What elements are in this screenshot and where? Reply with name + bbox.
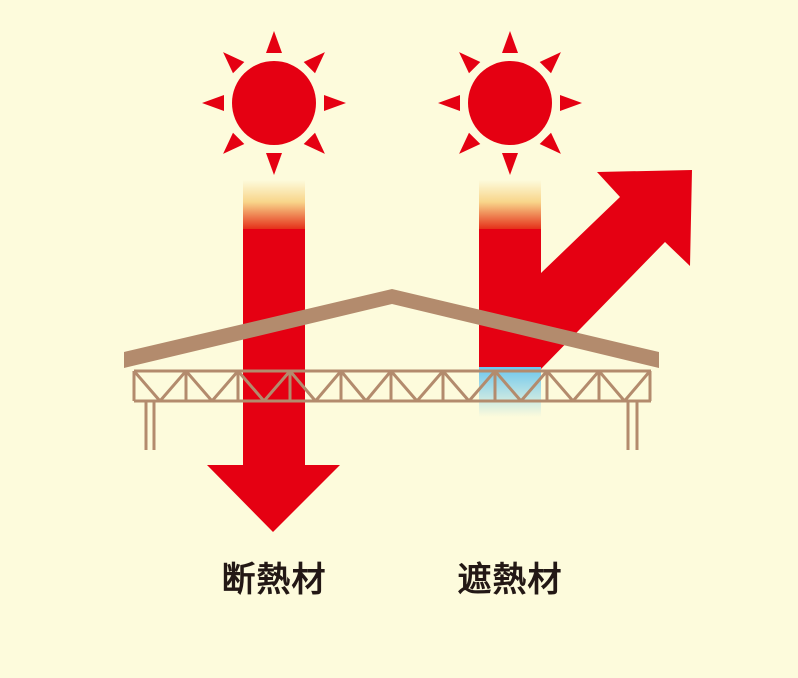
sun-ray: [560, 95, 582, 111]
truss-diagonal: [571, 370, 601, 402]
sun-ray: [502, 31, 518, 53]
roof-truss: [132, 369, 652, 450]
sun-ray: [303, 52, 325, 74]
truss-diagonal: [314, 370, 343, 402]
truss-diagonal: [493, 370, 523, 402]
sun-ray: [202, 95, 224, 111]
insulation-label: 断熱材: [221, 560, 327, 600]
sun-ray: [223, 52, 245, 74]
sun-disc: [232, 61, 316, 145]
truss-diagonal: [210, 370, 240, 402]
sun-ray: [539, 132, 561, 154]
sun-ray: [459, 132, 481, 154]
truss-diagonal: [364, 370, 393, 402]
truss-diagonal: [236, 370, 266, 402]
truss-diagonal: [467, 370, 497, 402]
sun-ray: [303, 132, 325, 154]
truss-diagonal: [519, 370, 549, 402]
down-arrow: [207, 229, 340, 532]
truss-diagonal: [441, 370, 471, 402]
reflect-arrow: [479, 170, 692, 369]
sun-ray: [539, 52, 561, 74]
heat-shield-label: 遮熱材: [457, 560, 563, 600]
truss-diagonal: [545, 370, 575, 402]
sun-ray: [459, 52, 481, 74]
sun-icon: [202, 31, 346, 175]
truss-diagonal: [262, 370, 292, 402]
truss-diagonal: [415, 370, 445, 402]
sun-ray: [324, 95, 346, 111]
heat-gradient: [479, 180, 541, 229]
sun-ray: [266, 31, 282, 53]
sun-ray: [438, 95, 460, 111]
roof: [124, 289, 659, 368]
heat-gradient: [243, 180, 305, 229]
truss-diagonal: [158, 370, 188, 402]
truss-diagonal: [339, 370, 368, 402]
truss-diagonal: [132, 370, 162, 402]
truss-diagonal: [389, 370, 419, 402]
truss-diagonal: [623, 370, 652, 402]
sun-icon: [438, 31, 582, 175]
truss-diagonal: [288, 370, 317, 402]
cool-gradient: [479, 367, 541, 417]
truss-diagonal: [184, 370, 214, 402]
truss-diagonal: [597, 370, 626, 402]
sun-ray: [266, 153, 282, 175]
sun-ray: [502, 153, 518, 175]
sun-ray: [223, 132, 245, 154]
sun-disc: [468, 61, 552, 145]
